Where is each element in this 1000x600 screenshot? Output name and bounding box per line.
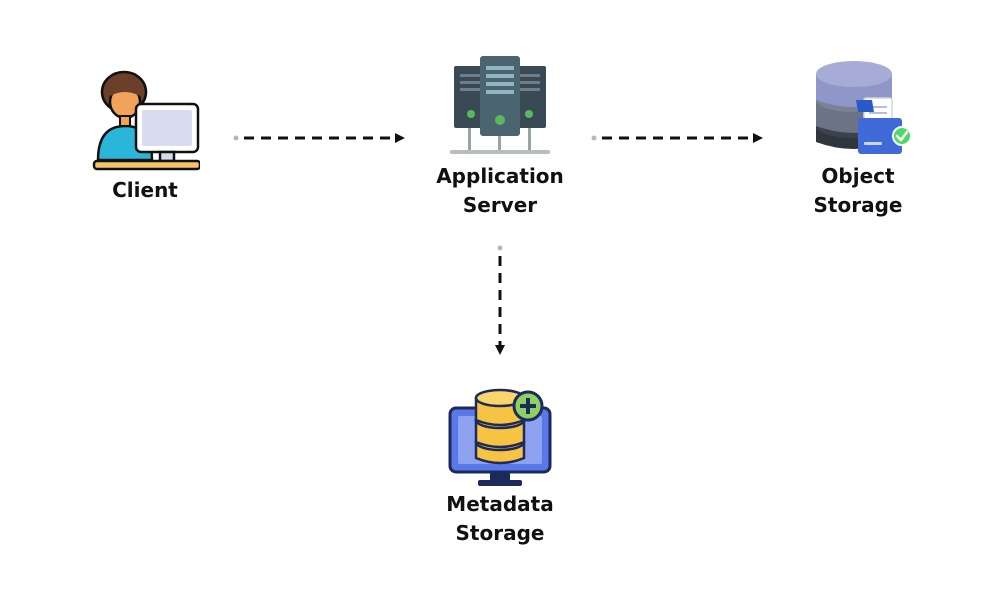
edge-app-server-to-object-storage	[591, 133, 763, 143]
application-server-node: Application Server	[425, 56, 575, 220]
metadata-storage-label-line2: Storage	[455, 521, 545, 545]
metadata-storage-label-line1: Metadata	[446, 492, 554, 516]
server-rack-icon	[446, 56, 554, 160]
user-at-computer-icon	[90, 68, 200, 172]
client-node: Client	[85, 68, 205, 205]
object-storage-node: Object Storage	[783, 56, 933, 220]
edge-client-to-app-server	[233, 133, 405, 143]
database-folder-icon	[804, 56, 912, 160]
client-label: Client	[112, 178, 178, 202]
metadata-storage-node: Metadata Storage	[425, 384, 575, 548]
application-server-label-line1: Application	[436, 164, 564, 188]
application-server-label-line2: Server	[462, 193, 538, 217]
object-storage-label-line1: Object	[821, 164, 895, 188]
monitor-database-add-icon	[446, 384, 554, 488]
edge-app-server-to-metadata-storage	[495, 245, 505, 355]
object-storage-label-line2: Storage	[813, 193, 903, 217]
